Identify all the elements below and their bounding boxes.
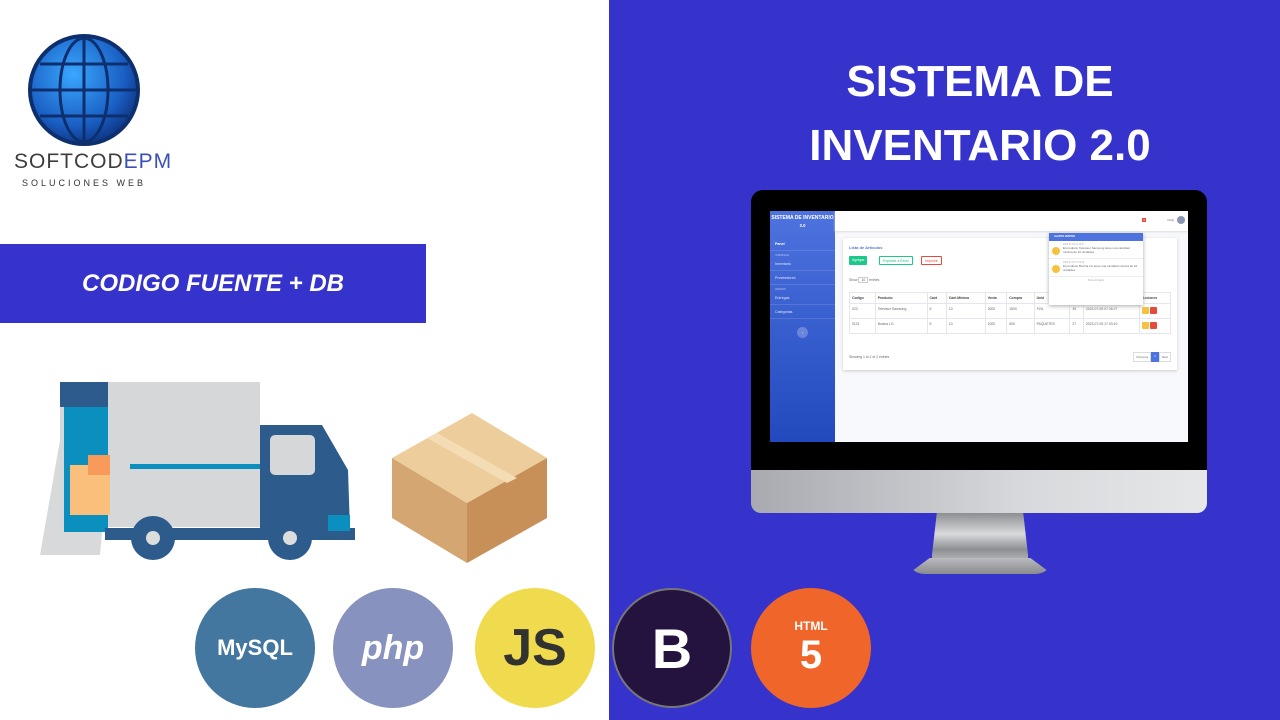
warning-icon [1052,247,1060,255]
sidebar-section: ADDONS [775,287,786,291]
sidebar-title: SISTEMA DE INVENTARIO 2.0 [771,215,834,228]
monitor-stand [932,513,1028,565]
page-1-button[interactable]: 1 [1151,352,1159,362]
pagination: Previous 1 Next [1133,352,1171,362]
sidebar-item-entregas[interactable]: Entregas [770,291,835,305]
monitor-base [908,558,1052,574]
delete-button[interactable] [1150,322,1158,329]
app-screenshot: SISTEMA DE INVENTARIO 2.0 Panel INTERFAC… [770,211,1188,442]
next-button[interactable]: Next [1158,352,1171,362]
user-name[interactable]: Kelly [1167,218,1174,222]
show-all-alerts-link[interactable]: Show All Alerts [1087,279,1105,282]
monitor-chin [751,470,1207,513]
globe-icon [28,34,140,146]
sidebar-item-inventario[interactable]: Inventario [770,257,835,271]
sidebar-item-categorias[interactable]: Categorias [770,305,835,319]
sidebar: SISTEMA DE INVENTARIO 2.0 Panel INTERFAC… [770,211,835,442]
edit-button[interactable] [1142,322,1150,329]
cardboard-box-icon [392,413,582,568]
sidebar-toggle-button[interactable]: ‹ [797,326,808,338]
mysql-logo: MySQL [195,588,315,708]
delivery-truck-icon [40,380,360,565]
table-info: Showing 1 to 2 of 2 entries [849,355,890,359]
company-logo: SOFTCODEPM SOLUCIONES WEB [14,34,173,188]
print-button[interactable]: Imprimir [921,256,942,265]
brand-tagline: SOLUCIONES WEB [21,178,146,188]
alerts-header: ALERTS CENTER [1049,233,1143,241]
topbar: 2 Kelly [835,211,1188,231]
entries-selector[interactable]: Show 10 entries [849,277,880,283]
edit-button[interactable] [1142,307,1150,314]
alerts-badge[interactable]: 2 [1142,218,1146,222]
export-excel-button[interactable]: Exportar a Excel [879,256,913,265]
prev-button[interactable]: Previous [1133,352,1152,362]
delete-button[interactable] [1150,307,1158,314]
source-code-banner: CODIGO FUENTE + DB [0,244,426,323]
javascript-logo: JS [475,588,595,708]
bootstrap-logo: B [612,588,732,708]
sidebar-item-panel[interactable]: Panel [770,237,835,251]
sidebar-section: INTERFACE [775,253,790,257]
card-title: Lista de Articulos [849,245,883,250]
warning-icon [1052,265,1060,273]
brand-name: SOFTCODEPM [14,150,173,173]
avatar[interactable] [1177,216,1185,224]
sidebar-item-proveedores[interactable]: Proveedores [770,271,835,285]
php-logo: php [333,588,453,708]
add-button[interactable]: Agregar [849,256,868,265]
